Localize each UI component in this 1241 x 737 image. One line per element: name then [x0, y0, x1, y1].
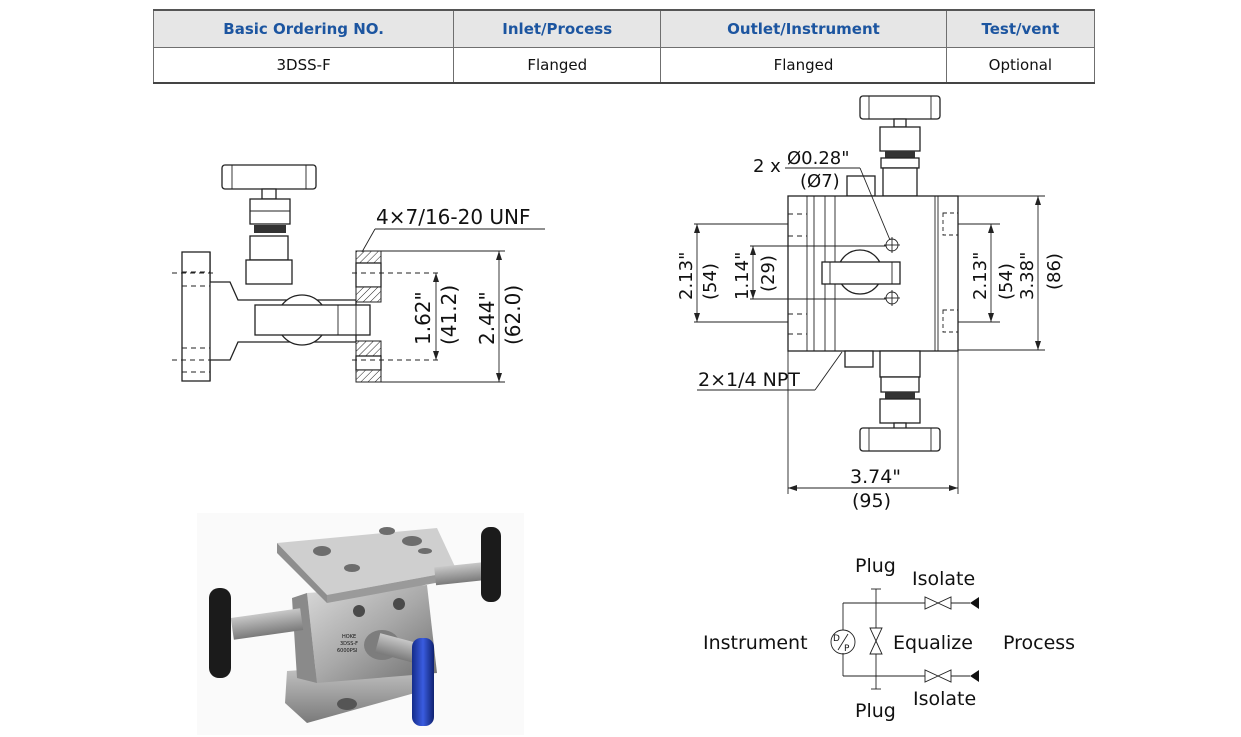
header-outlet-instrument: Outlet/Instrument: [660, 9, 947, 48]
right-dim-inner-in: 2.13": [970, 252, 991, 300]
svg-text:6000PSI: 6000PSI: [337, 648, 357, 654]
dim-outer-mm: (62.0): [501, 285, 525, 345]
equalize-handle: [412, 638, 434, 726]
right-dim-inner-mm: (54): [996, 263, 1017, 300]
isolate-handle-right: [481, 527, 501, 602]
equalize-valve-symbol-icon: [869, 627, 883, 655]
right-dim-outer-mm: (86): [1044, 253, 1065, 290]
top-valve-handle-icon: [846, 95, 941, 197]
svg-text:HOKE: HOKE: [342, 634, 356, 640]
hole-callout-mm: (Ø7): [800, 171, 840, 192]
header-test-vent: Test/vent: [945, 9, 1096, 48]
dp-transmitter-icon: D P: [830, 629, 856, 655]
process-port-bottom-icon: [970, 670, 979, 682]
isolate-valve-top-icon: [924, 596, 952, 610]
equalize-label: Equalize: [893, 632, 973, 654]
svg-text:P: P: [844, 644, 850, 654]
dim-outer-in: 2.44": [475, 291, 499, 345]
isolate-valve-bottom-icon: [924, 669, 952, 683]
equalize-valve-icon: [254, 294, 371, 346]
isolate-handle-left: [209, 588, 231, 678]
cell-test-vent: Optional: [945, 47, 1096, 84]
dim-inner-mm: (41.2): [437, 285, 461, 345]
process-label: Process: [1003, 632, 1075, 654]
table-row: 3DSS-F Flanged Flanged Optional: [152, 47, 1096, 84]
left-dim-outer-mm: (54): [700, 263, 721, 300]
hole-callout-prefix: 2 x: [753, 156, 781, 177]
npt-callout: 2×1/4 NPT: [698, 369, 800, 391]
cell-inlet: Flanged: [453, 47, 662, 84]
width-dim-in: 3.74": [850, 466, 901, 488]
instrument-label: Instrument: [703, 632, 808, 654]
svg-text:3DSS-F: 3DSS-F: [340, 641, 358, 647]
process-port-top-icon: [970, 597, 979, 609]
cell-outlet: Flanged: [660, 47, 947, 84]
width-dim-mm: (95): [852, 490, 891, 512]
thread-callout: 4×7/16-20 UNF: [376, 205, 531, 229]
spec-table-header-row: Basic Ordering NO. Inlet/Process Outlet/…: [152, 9, 1096, 48]
spec-table: Basic Ordering NO. Inlet/Process Outlet/…: [152, 9, 1096, 84]
header-inlet-process: Inlet/Process: [453, 9, 662, 48]
valve-handle-icon: [221, 164, 317, 285]
plug-bottom-label: Plug: [855, 700, 896, 722]
svg-text:D: D: [833, 634, 840, 644]
left-dim-outer-in: 2.13": [676, 252, 697, 300]
hole-callout-in: Ø0.28": [787, 148, 850, 169]
plug-top-label: Plug: [855, 555, 896, 577]
isolate-top-label: Isolate: [912, 568, 975, 590]
cell-ordering-no: 3DSS-F: [152, 47, 455, 84]
isolate-bottom-label: Isolate: [913, 688, 976, 710]
bottom-valve-handle-icon: [844, 350, 941, 452]
left-dim-inner-in: 1.14": [732, 252, 753, 300]
right-dim-outer-in: 3.38": [1017, 252, 1038, 300]
equalize-valve-icon: [821, 249, 901, 295]
left-dim-inner-mm: (29): [758, 255, 779, 292]
header-basic-ordering-no: Basic Ordering NO.: [152, 9, 455, 48]
dim-inner-in: 1.62": [411, 291, 435, 345]
